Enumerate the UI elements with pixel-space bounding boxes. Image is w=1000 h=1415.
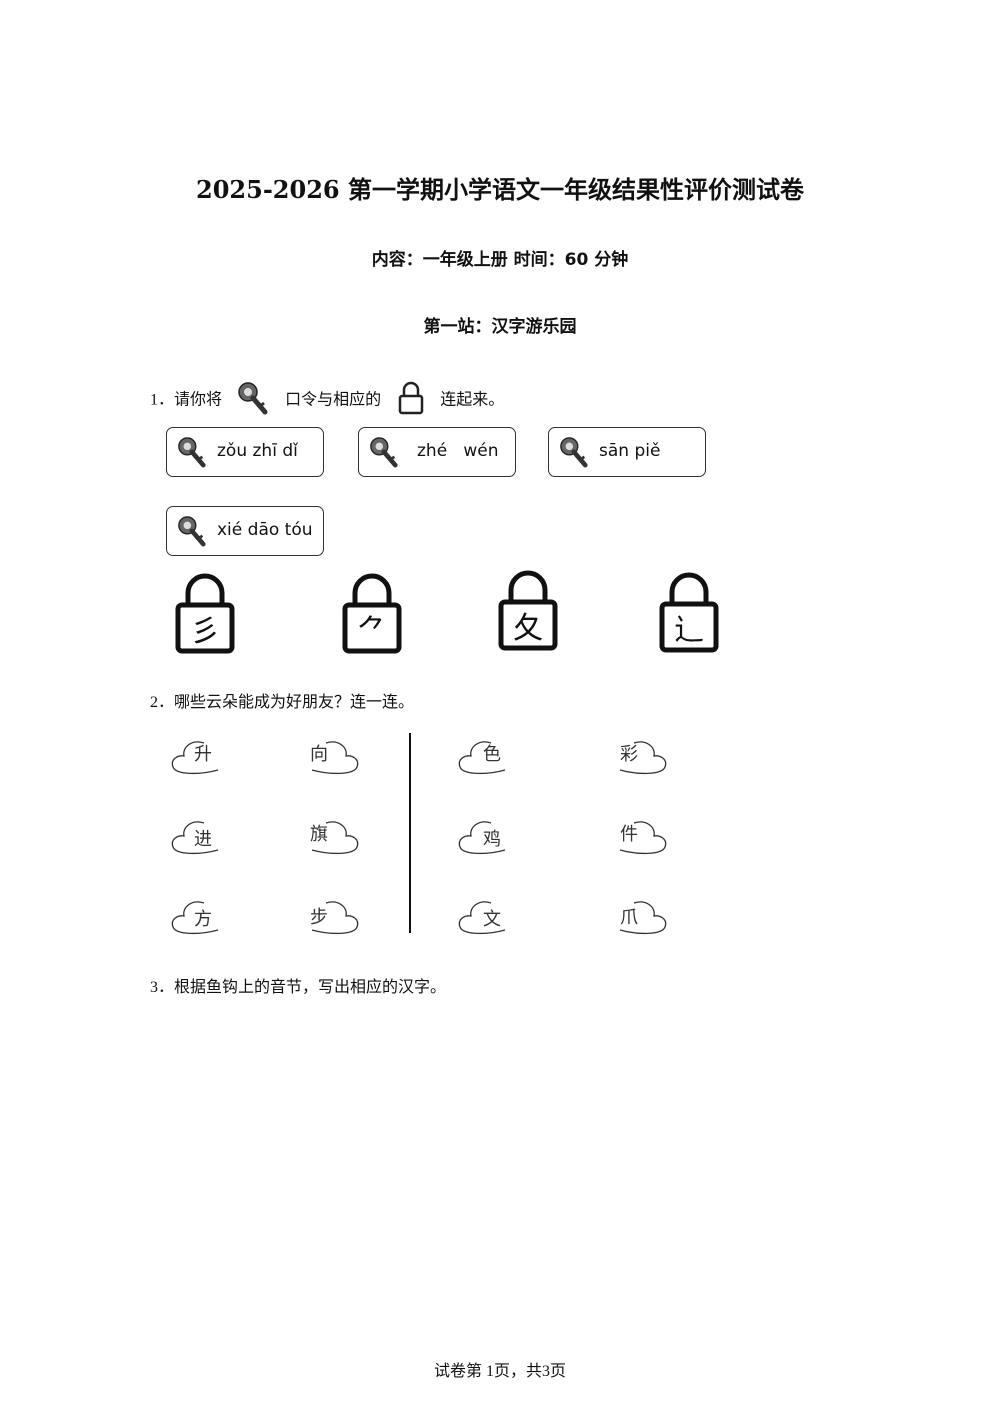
cloud-icon xyxy=(171,901,219,935)
cloud-right-2[interactable]: 鸡 xyxy=(457,815,507,857)
cloud-icon xyxy=(311,901,359,935)
key-icon xyxy=(178,516,206,547)
lock-4[interactable]: 辶 xyxy=(658,572,720,658)
cloud-icon xyxy=(619,821,667,855)
lock-icon: 辶 xyxy=(659,572,719,653)
cloud-left-6[interactable]: 步 xyxy=(310,895,360,937)
question-2: 2．哪些云朵能成为好朋友？连一连。 xyxy=(150,692,415,711)
lock-radical: 夂 xyxy=(513,611,543,646)
key-pinyin: xié dāo tóu xyxy=(217,520,313,540)
lock-icon: 彡 xyxy=(175,573,235,654)
lock-3[interactable]: 夂 xyxy=(497,570,559,656)
key-icon xyxy=(178,437,206,468)
lock-radical: 辶 xyxy=(674,613,704,648)
page-footer: 试卷第 1页，共3页 xyxy=(433,1363,566,1380)
key-card-4[interactable]: xié dāo tóu xyxy=(166,506,324,556)
key-card-1[interactable]: zǒu zhī dǐ xyxy=(166,427,324,477)
cloud-right-5[interactable]: 件 xyxy=(618,815,668,857)
key-icon xyxy=(370,437,398,468)
cloud-icon xyxy=(619,901,667,935)
lock-icon: ⺈ xyxy=(342,573,402,654)
lock-1[interactable]: 彡 xyxy=(174,573,236,659)
key-pinyin: zǒu zhī dǐ xyxy=(217,441,298,461)
cloud-right-3[interactable]: 文 xyxy=(457,895,507,937)
exam-info: 内容：一年级上册 时间：60 分钟 xyxy=(371,250,629,270)
cloud-right-1[interactable]: 色 xyxy=(457,735,507,777)
cloud-left-3[interactable]: 方 xyxy=(170,895,220,937)
key-pinyin: sān piě xyxy=(599,441,661,461)
key-card-2[interactable]: zhé wén xyxy=(358,427,516,477)
question-3: 3．根据鱼钩上的音节，写出相应的汉字。 xyxy=(150,977,447,996)
cloud-left-5[interactable]: 旗 xyxy=(310,815,360,857)
page-title: 2025-2026 第一学期小学语文一年级结果性评价测试卷 xyxy=(196,175,804,204)
key-pinyin: zhé wén xyxy=(417,441,499,461)
cloud-left-2[interactable]: 进 xyxy=(170,815,220,857)
lock-radical: ⺈ xyxy=(357,614,387,649)
cloud-icon xyxy=(619,741,667,775)
cloud-left-1[interactable]: 升 xyxy=(170,735,220,777)
cloud-icon xyxy=(171,741,219,775)
lock-2[interactable]: ⺈ xyxy=(341,573,403,659)
question-1: 1．请你将 口令与相应的 连起来。 xyxy=(150,380,504,420)
cloud-left-4[interactable]: 向 xyxy=(310,735,360,777)
cloud-icon xyxy=(171,821,219,855)
cloud-icon xyxy=(311,741,359,775)
cloud-right-6[interactable]: 爪 xyxy=(618,895,668,937)
section-title: 第一站：汉字游乐园 xyxy=(423,317,577,337)
cloud-icon xyxy=(311,821,359,855)
cloud-right-4[interactable]: 彩 xyxy=(618,735,668,777)
lock-radical: 彡 xyxy=(190,614,220,649)
key-card-3[interactable]: sān piě xyxy=(548,427,706,477)
group-divider xyxy=(409,733,411,933)
key-icon xyxy=(237,381,269,419)
cloud-icon xyxy=(458,741,506,775)
key-icon xyxy=(560,437,588,468)
cloud-icon xyxy=(458,821,506,855)
lock-icon: 夂 xyxy=(498,570,558,651)
cloud-icon xyxy=(458,901,506,935)
lock-icon xyxy=(396,380,426,420)
